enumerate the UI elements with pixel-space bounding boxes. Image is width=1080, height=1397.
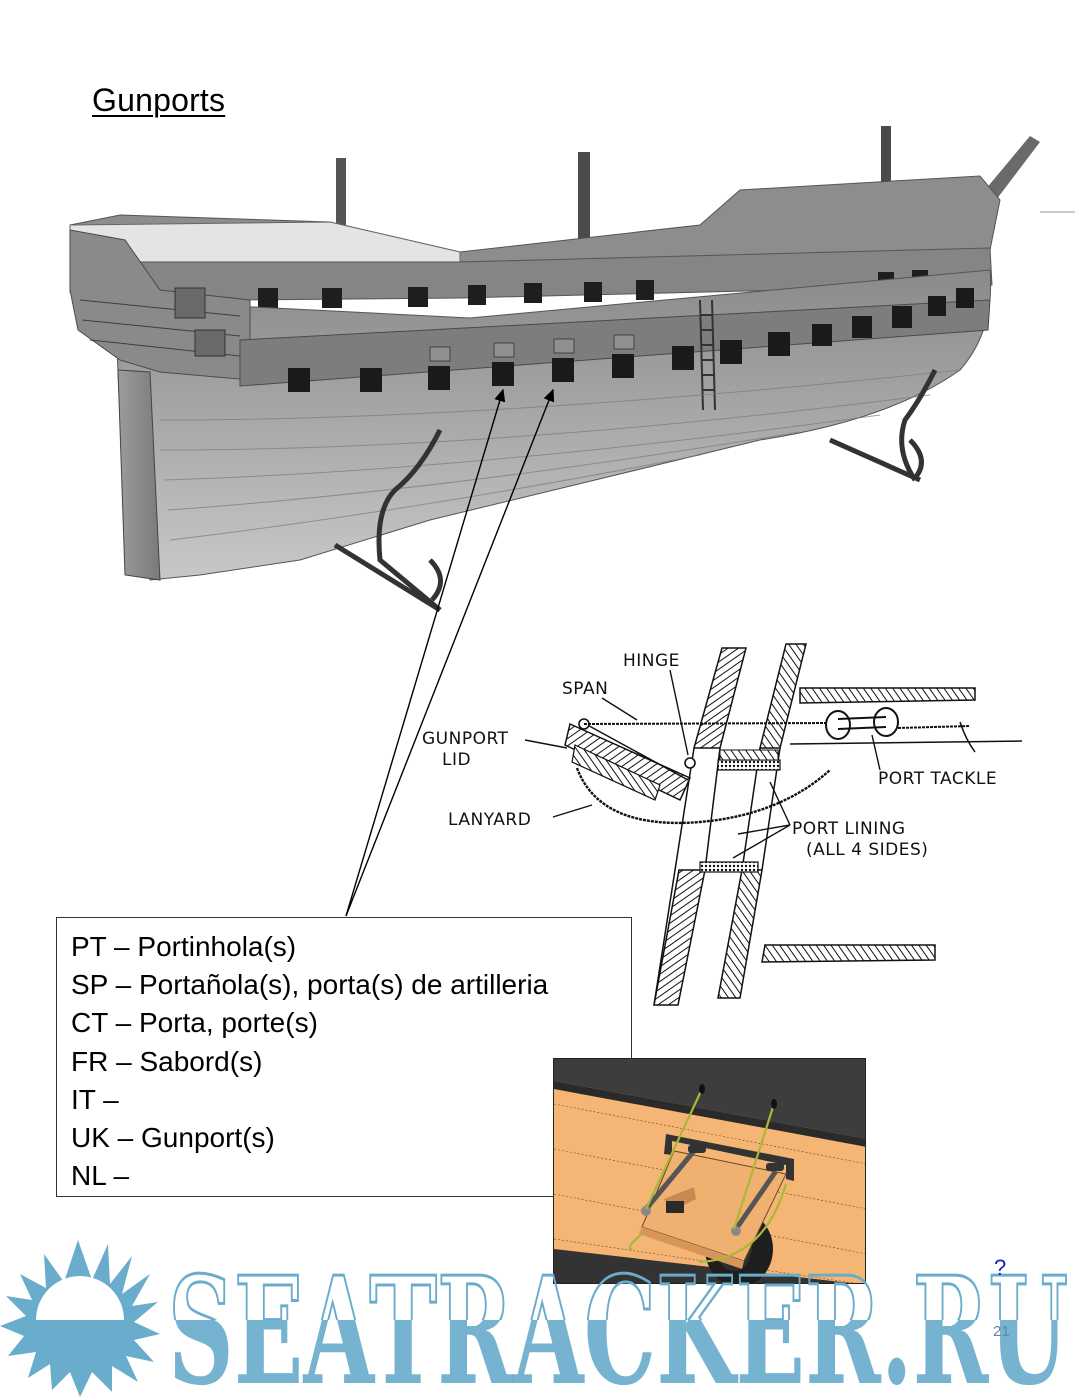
tackle-block-2 (873, 707, 899, 737)
mast-mizzen (336, 158, 346, 250)
gunport-render (553, 1058, 866, 1284)
mast-fore (881, 126, 891, 230)
terms-list: PT – Portinhola(s) SP – Portañola(s), po… (57, 918, 631, 1195)
lower-gunports (288, 288, 974, 392)
bowsprit (985, 136, 1040, 200)
term-sp: SP – Portañola(s), porta(s) de artilleri… (71, 969, 549, 1001)
hinge-pin (684, 757, 696, 769)
upper-deck-beam (799, 687, 976, 704)
port-lining-bottom (699, 861, 759, 873)
cradle-stand-fore (828, 368, 938, 483)
label-lanyard: LANYARD (448, 810, 531, 830)
term-pt: PT – Portinhola(s) (71, 931, 297, 962)
label-port-lining-2: (ALL 4 SIDES) (806, 840, 928, 860)
seatracker-watermark: SEATRACKER.RU SEATRACKER.RU (0, 1240, 1070, 1397)
ship-photo (69, 126, 1075, 613)
lanyard-rope (575, 767, 831, 825)
render-drawing (554, 1059, 865, 1283)
sun-logo-icon (0, 1240, 160, 1397)
label-gunport-lid-1: GUNPORT (422, 729, 509, 749)
term-it: IT – (71, 1083, 119, 1115)
label-port-tackle: PORT TACKLE (878, 769, 997, 789)
watermark-text-outline: SEATRACKER.RU (168, 1244, 1068, 1397)
term-nl: NL – (71, 1160, 130, 1192)
outer-planking-upper (693, 647, 747, 749)
span-rope (583, 722, 831, 725)
watermark-text-fill: SEATRACKER.RU (168, 1244, 1068, 1397)
arrow-to-gunport-2 (345, 388, 555, 917)
tackle-block-1 (825, 710, 851, 740)
stern-post (117, 369, 161, 581)
gunport-diagram: HINGE SPAN GUNPORT LID LANYARD PORT TACK… (422, 643, 1023, 1006)
inner-frame-lower (717, 869, 763, 999)
outer-planking-lower (653, 869, 706, 1006)
slide-title: Gunports (92, 82, 226, 118)
port-lining-top (717, 759, 781, 771)
page-number: 21 (993, 1323, 1010, 1340)
term-ct: CT – Porta, porte(s) (71, 1007, 318, 1039)
side-ladder (699, 299, 716, 411)
label-port-lining-1: PORT LINING (792, 819, 906, 839)
cradle-stand-aft (333, 428, 443, 613)
inner-frame-upper (759, 643, 807, 749)
term-uk: UK – Gunport(s) (71, 1122, 275, 1154)
lower-deck-beam (761, 944, 936, 963)
gunport-lids (429, 334, 635, 362)
mast-main (578, 152, 590, 262)
label-span: SPAN (562, 679, 608, 699)
arrow-to-gunport-1 (345, 388, 506, 917)
terms-box: PT – Portinhola(s) SP – Portañola(s), po… (56, 917, 632, 1197)
question-mark: ? (994, 1255, 1007, 1280)
label-gunport-lid-2: LID (442, 750, 471, 770)
term-fr: FR – Sabord(s) (71, 1045, 263, 1077)
label-hinge: HINGE (623, 651, 680, 671)
